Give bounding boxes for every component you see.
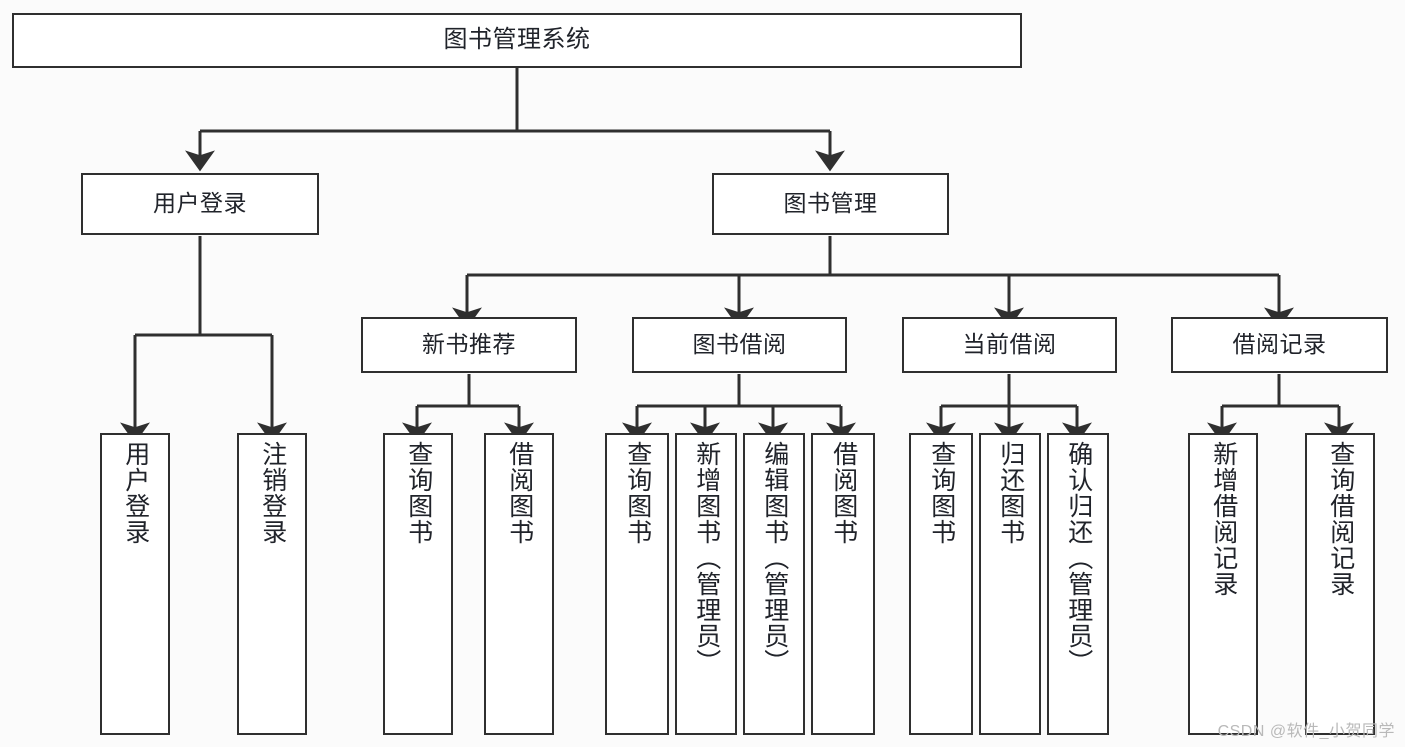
node-leaf-borrow-book-recommend[interactable]: 借阅图书 — [484, 433, 554, 735]
node-label: 注销登录 — [258, 441, 287, 545]
node-leaf-user-login[interactable]: 用户登录 — [100, 433, 170, 735]
node-label: 查询借阅记录 — [1326, 441, 1355, 597]
node-label: 用户登录 — [153, 190, 247, 217]
node-root-system[interactable]: 图书管理系统 — [12, 13, 1022, 68]
node-label: 借阅图书 — [505, 441, 534, 545]
node-leaf-query-borrow-record[interactable]: 查询借阅记录 — [1305, 433, 1375, 735]
node-label: 新增图书（管理员） — [692, 441, 721, 675]
node-label: 新增借阅记录 — [1209, 441, 1238, 597]
node-label: 借阅记录 — [1232, 331, 1327, 358]
node-label: 当前借阅 — [962, 331, 1057, 358]
node-leaf-query-book-borrow[interactable]: 查询图书 — [605, 433, 669, 735]
node-label: 确认归还（管理员） — [1064, 441, 1093, 675]
node-leaf-edit-book-admin[interactable]: 编辑图书（管理员） — [743, 433, 805, 735]
node-leaf-borrow-book[interactable]: 借阅图书 — [811, 433, 875, 735]
node-label: 图书借阅 — [692, 331, 787, 358]
node-book-borrow[interactable]: 图书借阅 — [632, 317, 847, 373]
node-label: 编辑图书（管理员） — [760, 441, 789, 675]
node-user-login[interactable]: 用户登录 — [81, 173, 319, 235]
node-leaf-logout[interactable]: 注销登录 — [237, 433, 307, 735]
node-leaf-return-book[interactable]: 归还图书 — [979, 433, 1041, 735]
node-label: 借阅图书 — [829, 441, 858, 545]
node-label: 图书管理系统 — [443, 26, 591, 54]
node-leaf-add-book-admin[interactable]: 新增图书（管理员） — [675, 433, 737, 735]
node-label: 图书管理 — [783, 190, 878, 217]
watermark-text: CSDN @软件_小贺同学 — [1217, 723, 1395, 740]
node-book-management[interactable]: 图书管理 — [712, 173, 949, 235]
node-label: 新书推荐 — [422, 331, 516, 358]
node-new-book-recommend[interactable]: 新书推荐 — [361, 317, 577, 373]
node-leaf-add-borrow-record[interactable]: 新增借阅记录 — [1188, 433, 1258, 735]
node-leaf-query-book-current[interactable]: 查询图书 — [909, 433, 973, 735]
node-label: 查询图书 — [927, 441, 956, 545]
node-current-borrow[interactable]: 当前借阅 — [902, 317, 1117, 373]
node-label: 查询图书 — [404, 441, 433, 545]
node-label: 用户登录 — [121, 441, 150, 545]
node-label: 查询图书 — [623, 441, 652, 545]
node-leaf-confirm-return-admin[interactable]: 确认归还（管理员） — [1047, 433, 1109, 735]
node-label: 归还图书 — [996, 441, 1025, 545]
node-leaf-query-book-recommend[interactable]: 查询图书 — [383, 433, 453, 735]
node-borrow-record[interactable]: 借阅记录 — [1171, 317, 1388, 373]
